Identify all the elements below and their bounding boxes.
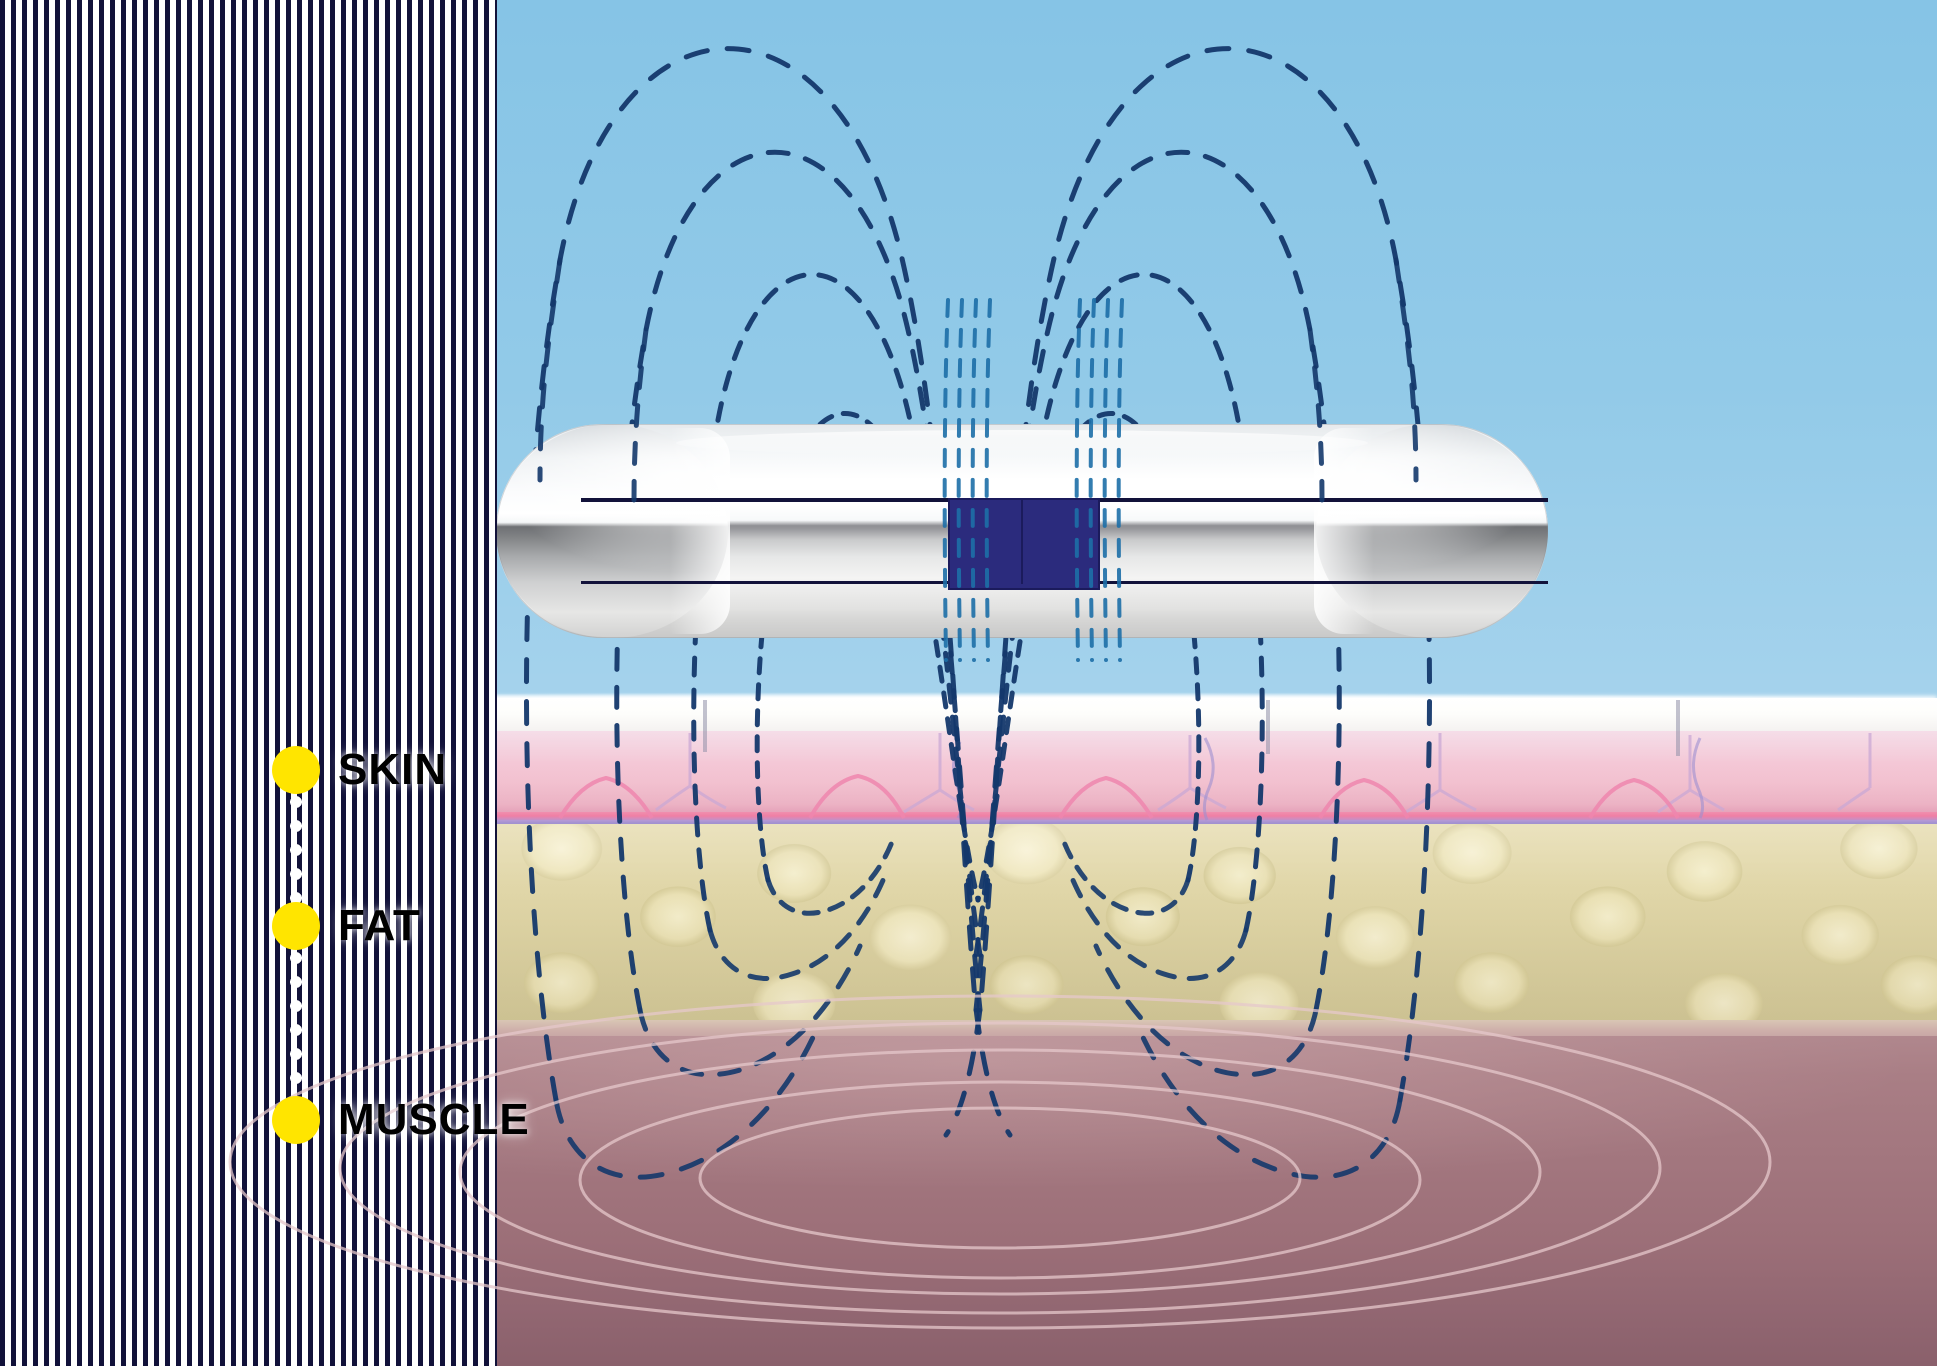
capillary-plexus <box>0 812 1937 822</box>
subdermal-vein-line <box>0 820 1937 826</box>
callout-skin[interactable]: SKIN <box>272 746 447 794</box>
fat-label: FAT <box>338 901 421 950</box>
magnetic-core-divider <box>1021 500 1023 584</box>
callout-muscle[interactable]: MUSCLE <box>272 1096 530 1144</box>
muscle-marker-dot <box>272 1096 320 1144</box>
callout-fat[interactable]: FAT <box>272 902 421 950</box>
leader-line-fat-to-muscle <box>290 946 302 1100</box>
coil-windings-right <box>0 0 455 1366</box>
muscle-label: MUSCLE <box>338 1095 530 1144</box>
skin-marker-dot <box>272 746 320 794</box>
skin-label: SKIN <box>338 745 448 794</box>
fat-marker-dot <box>272 902 320 950</box>
leader-line-skin-to-fat <box>290 790 302 906</box>
applicator-top-highlight <box>676 430 1368 456</box>
